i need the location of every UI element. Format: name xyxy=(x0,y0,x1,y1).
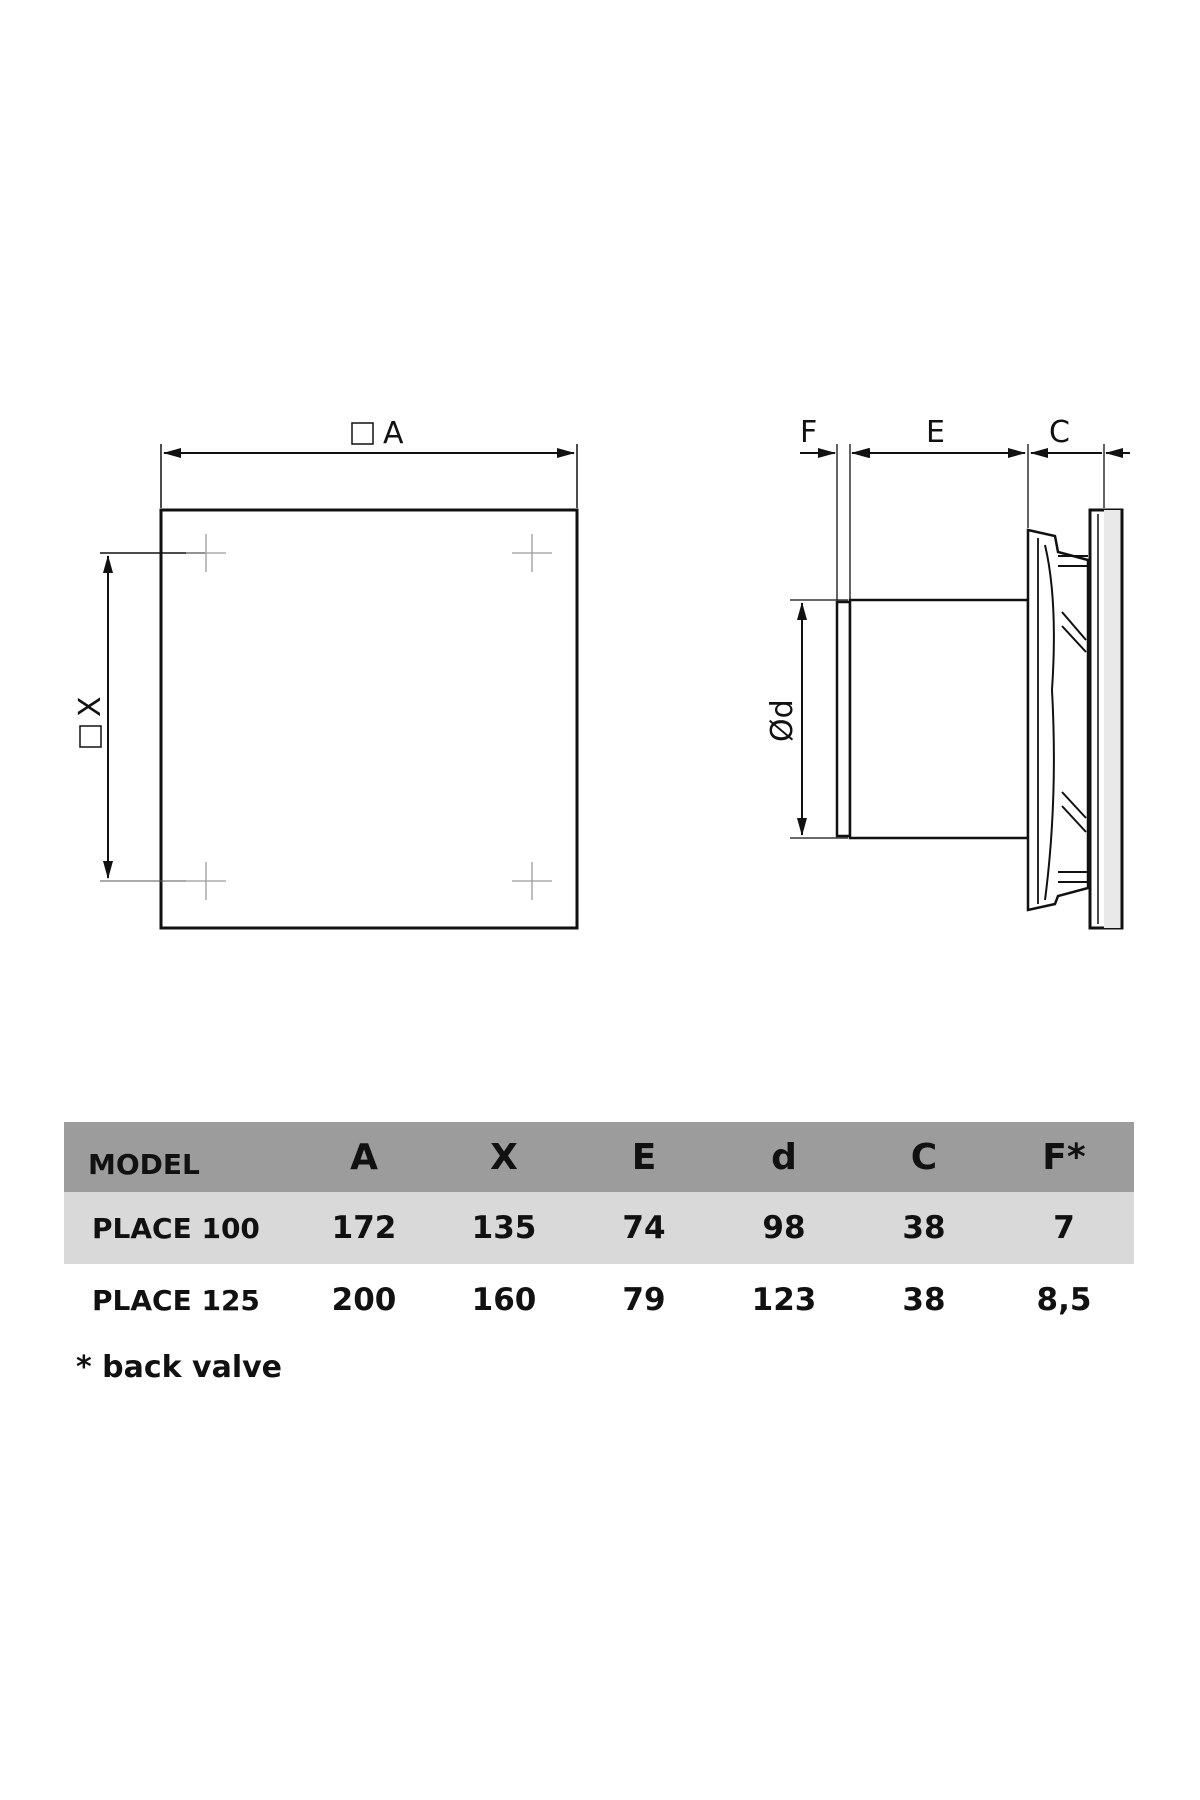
duct-spigot xyxy=(848,598,1030,840)
front-panel xyxy=(159,508,579,930)
cell-x: 160 xyxy=(471,1282,537,1318)
back-valve-flange xyxy=(835,600,852,838)
header-f: F* xyxy=(1042,1136,1086,1178)
technical-drawing: A X xyxy=(73,415,1130,930)
cell-d: 123 xyxy=(751,1282,817,1318)
header-d: d xyxy=(771,1136,797,1178)
footnote: * back valve xyxy=(76,1350,283,1385)
header-x: X xyxy=(490,1136,518,1178)
cell-a: 200 xyxy=(331,1282,397,1318)
cell-f: 7 xyxy=(1053,1210,1075,1246)
cell-model: PLACE 125 xyxy=(92,1283,260,1317)
dim-c-label: C xyxy=(1049,415,1070,450)
square-symbol-icon xyxy=(79,725,102,748)
dim-a-label: A xyxy=(383,416,404,451)
front-panel-face xyxy=(1104,510,1122,928)
motor-housing xyxy=(1026,528,1090,912)
header-model: MODEL xyxy=(88,1147,200,1181)
housing-struts xyxy=(1058,555,1088,883)
cell-c: 38 xyxy=(902,1282,946,1318)
cell-x: 135 xyxy=(471,1210,537,1246)
table-header-row: MODEL A X E d C F* xyxy=(64,1122,1134,1192)
blade-ribs xyxy=(1061,611,1087,833)
dim-e-label: E xyxy=(926,415,945,450)
header-a: A xyxy=(350,1136,378,1178)
header-c: C xyxy=(910,1136,938,1178)
header-e: E xyxy=(631,1136,657,1178)
cell-d: 98 xyxy=(762,1210,806,1246)
table-row: PLACE 100 172 135 74 98 38 7 xyxy=(64,1192,1134,1264)
cell-e: 74 xyxy=(622,1210,666,1246)
mounting-hole-crosshairs xyxy=(186,534,552,900)
square-symbol-icon xyxy=(351,422,374,445)
dim-f-label: F xyxy=(800,415,817,450)
table-row: PLACE 125 200 160 79 123 38 8,5 xyxy=(64,1264,1134,1336)
dim-x-label: X xyxy=(73,696,108,717)
cell-e: 79 xyxy=(622,1282,666,1318)
front-view: A X xyxy=(73,416,579,930)
dim-d-label: Ød xyxy=(765,699,800,742)
cell-model: PLACE 100 xyxy=(92,1211,260,1245)
side-dim-extensions xyxy=(836,444,1105,600)
cell-c: 38 xyxy=(902,1210,946,1246)
cell-f: 8,5 xyxy=(1036,1282,1092,1318)
housing-inner-curve xyxy=(1044,544,1055,901)
cell-a: 172 xyxy=(331,1210,397,1246)
dimensions-table: MODEL A X E d C F* PLACE 100 172 135 74 … xyxy=(64,1122,1134,1336)
side-view: F E C Ød xyxy=(765,415,1130,930)
